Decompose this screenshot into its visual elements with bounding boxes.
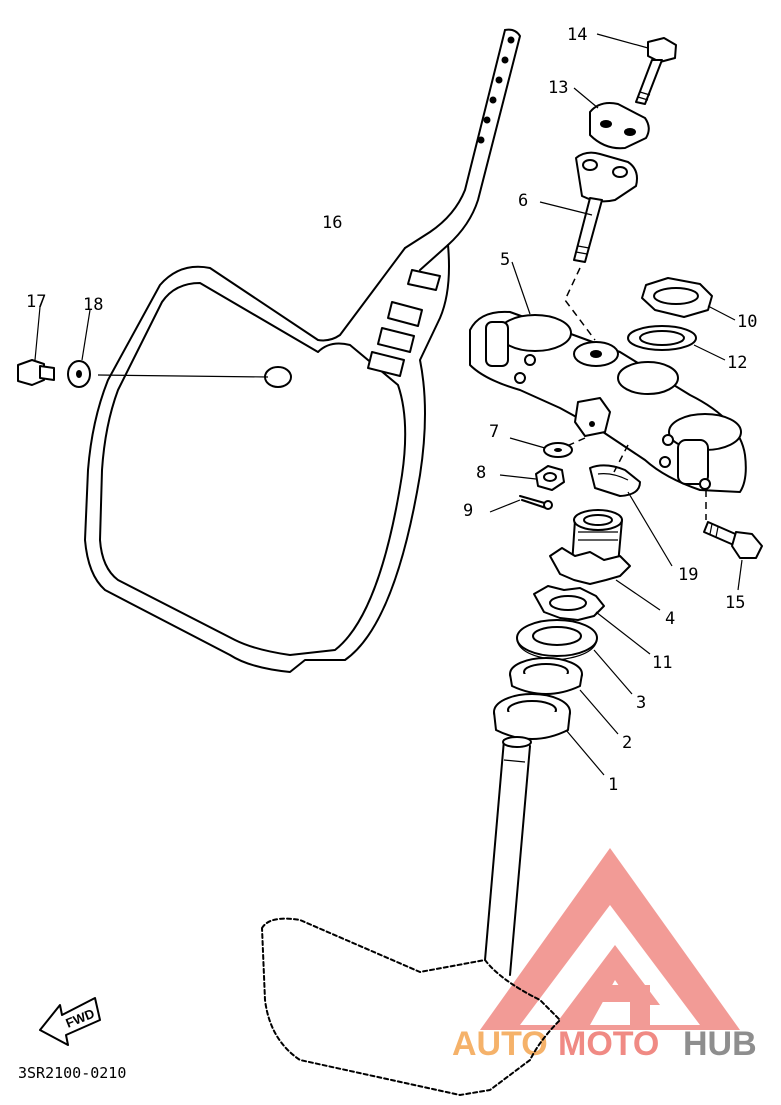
callout-4: 4	[665, 609, 675, 629]
cover-3	[516, 619, 633, 695]
callout-2: 2	[622, 733, 632, 753]
nut-10	[641, 277, 736, 321]
callout-15: 15	[725, 593, 745, 613]
callout-18: 18	[83, 295, 103, 315]
holder-13	[573, 87, 650, 150]
cable-guide-19	[589, 444, 673, 567]
bolt-15	[703, 490, 763, 591]
callout-17: 17	[26, 292, 46, 312]
callout-6: 6	[518, 191, 528, 211]
bolt-14	[596, 33, 677, 105]
watermark-moto: MOTO	[558, 1025, 659, 1063]
callout-labels: 14 13 6 16 5 10 12 17 18 7 8 9 19 15 4 1…	[26, 25, 757, 795]
washer-12	[627, 325, 726, 361]
drawing-code: 3SR2100-0210	[18, 1064, 126, 1082]
callout-5: 5	[500, 250, 510, 270]
holder-6	[539, 151, 638, 341]
washer-18	[67, 309, 91, 388]
callout-8: 8	[476, 463, 486, 483]
callout-10: 10	[737, 312, 757, 332]
watermark-logo	[480, 848, 740, 1030]
fwd-arrow: FWD	[39, 997, 101, 1046]
callout-13: 13	[548, 78, 568, 98]
ring-nut-4	[549, 509, 661, 611]
ring-nut-11	[533, 585, 651, 655]
callout-1: 1	[608, 775, 618, 795]
number-plate-16	[84, 28, 521, 673]
nut-8	[499, 465, 565, 491]
bearing-1	[493, 693, 605, 776]
callout-12: 12	[727, 353, 747, 373]
washer-7	[509, 437, 573, 458]
callout-7: 7	[489, 422, 499, 442]
callout-9: 9	[463, 501, 473, 521]
steering-stem	[261, 736, 561, 1096]
cotter-pin-9	[489, 495, 553, 513]
watermark-text: AUTO MOTO HUB	[452, 1025, 757, 1063]
upper-bracket-5	[469, 261, 747, 493]
bearing-2	[509, 657, 619, 735]
callout-11: 11	[652, 653, 672, 673]
callout-16: 16	[322, 213, 342, 233]
callout-3: 3	[636, 693, 646, 713]
watermark-hub: HUB	[683, 1025, 757, 1063]
callout-19: 19	[678, 565, 698, 585]
bolt-17	[17, 306, 55, 386]
watermark-auto: AUTO	[452, 1025, 548, 1063]
callout-14: 14	[567, 25, 587, 45]
